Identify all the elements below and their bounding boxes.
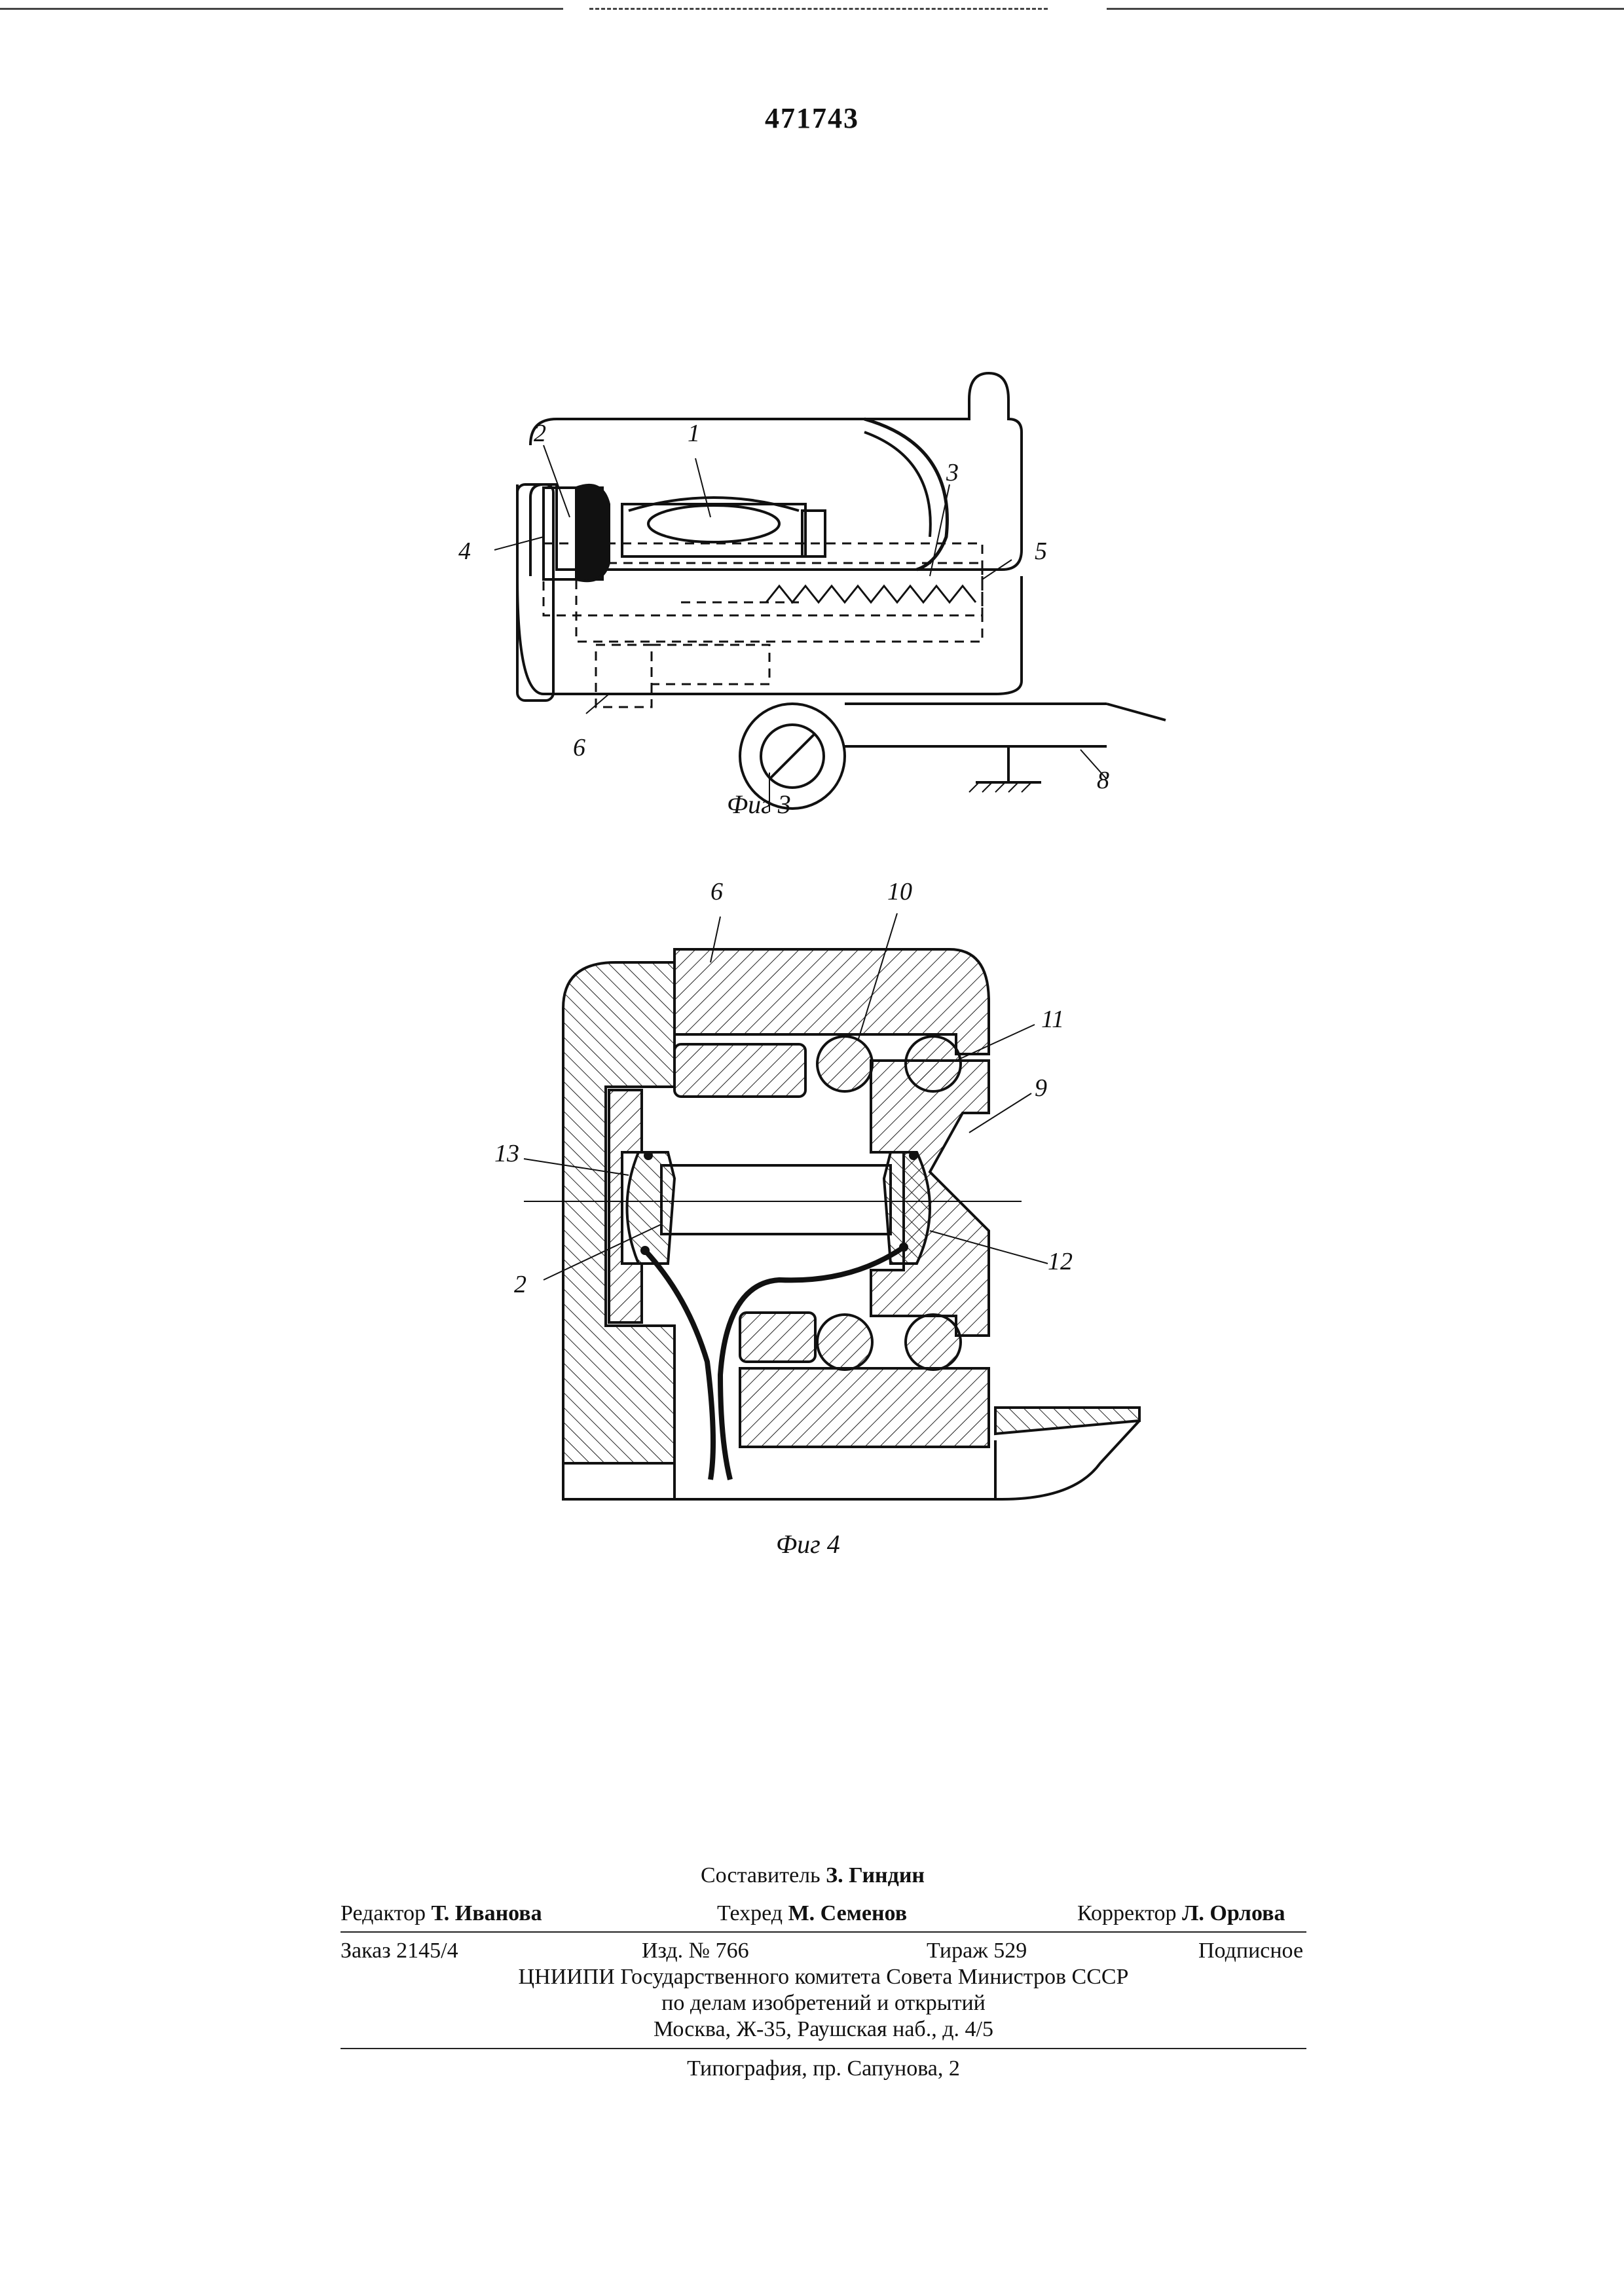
- editor-line: Редактор Т. Иванова: [341, 1901, 542, 1927]
- issue-number: Изд. № 766: [642, 1939, 749, 1963]
- order-number: Заказ 2145/4: [341, 1939, 458, 1963]
- fig4-callout-11: 11: [1041, 1006, 1065, 1033]
- scan-edge-line: [0, 8, 563, 10]
- org-line-3: Москва, Ж-35, Раушская наб., д. 4/5: [654, 2017, 993, 2041]
- spring-3: [765, 584, 977, 604]
- ball-11: [904, 1035, 962, 1093]
- figure-4-drawing: [523, 913, 1141, 1501]
- fig3-callout-5: 5: [1035, 538, 1047, 565]
- seat-12: [882, 1151, 931, 1265]
- ball-10: [816, 1035, 874, 1093]
- wheel: [739, 702, 846, 810]
- compiler-label: Составитель: [701, 1863, 821, 1887]
- fig3-callout-4: 4: [458, 538, 471, 565]
- fig4-callout-2: 2: [514, 1271, 526, 1298]
- patent-number: 471743: [765, 102, 859, 134]
- scan-edge-line: [589, 8, 1048, 10]
- org-line-2: по делам изобретений и открытий: [661, 1991, 986, 2015]
- shaft: [660, 1164, 892, 1235]
- fig4-callout-6: 6: [710, 878, 723, 905]
- techred-label: Техред: [717, 1901, 783, 1925]
- corrector-label: Корректор: [1077, 1901, 1177, 1925]
- techred-name: М. Семенов: [788, 1901, 908, 1925]
- fig3-callout-1: 1: [688, 420, 700, 447]
- org-line-1: ЦНИИПИ Государственного комитета Совета …: [518, 1965, 1129, 1989]
- editor-name: Т. Иванова: [431, 1901, 542, 1925]
- corrector-line: Корректор Л. Орлова: [1077, 1901, 1285, 1927]
- compiler-line: Составитель З. Гиндин: [701, 1863, 925, 1889]
- circulation: Тираж 529: [927, 1939, 1027, 1963]
- housing-6: [673, 948, 990, 1055]
- figure-4-caption: Фиг 4: [776, 1529, 840, 1559]
- printer-line: Типография, пр. Сапунова, 2: [687, 2056, 960, 2081]
- subscription: Подписное: [1198, 1939, 1304, 1963]
- divider-line: [341, 2048, 1306, 2049]
- divider-line: [341, 1931, 1306, 1933]
- wire: [643, 1248, 716, 1480]
- fig4-callout-13: 13: [494, 1140, 519, 1167]
- figure-3-drawing: [494, 371, 1166, 812]
- fig4-callout-9: 9: [1035, 1074, 1047, 1102]
- fig3-callout-8: 8: [1097, 767, 1109, 794]
- figure-3-caption: Фиг 3: [727, 790, 791, 819]
- compiler-name: З. Гиндин: [826, 1863, 925, 1887]
- fig3-callout-3: 3: [946, 459, 959, 486]
- techred-line: Техред М. Семенов: [717, 1901, 907, 1927]
- housing-left: [562, 961, 676, 1465]
- scan-edge-line: [1107, 8, 1624, 10]
- fig3-callout-2: 2: [534, 420, 546, 447]
- corrector-name: Л. Орлова: [1182, 1901, 1285, 1925]
- fig3-callout-6: 6: [573, 734, 585, 761]
- hook: [864, 417, 949, 572]
- fig4-callout-10: 10: [887, 878, 912, 905]
- fig4-callout-12: 12: [1048, 1248, 1073, 1275]
- seat-13: [625, 1151, 676, 1265]
- editor-label: Редактор: [341, 1901, 426, 1925]
